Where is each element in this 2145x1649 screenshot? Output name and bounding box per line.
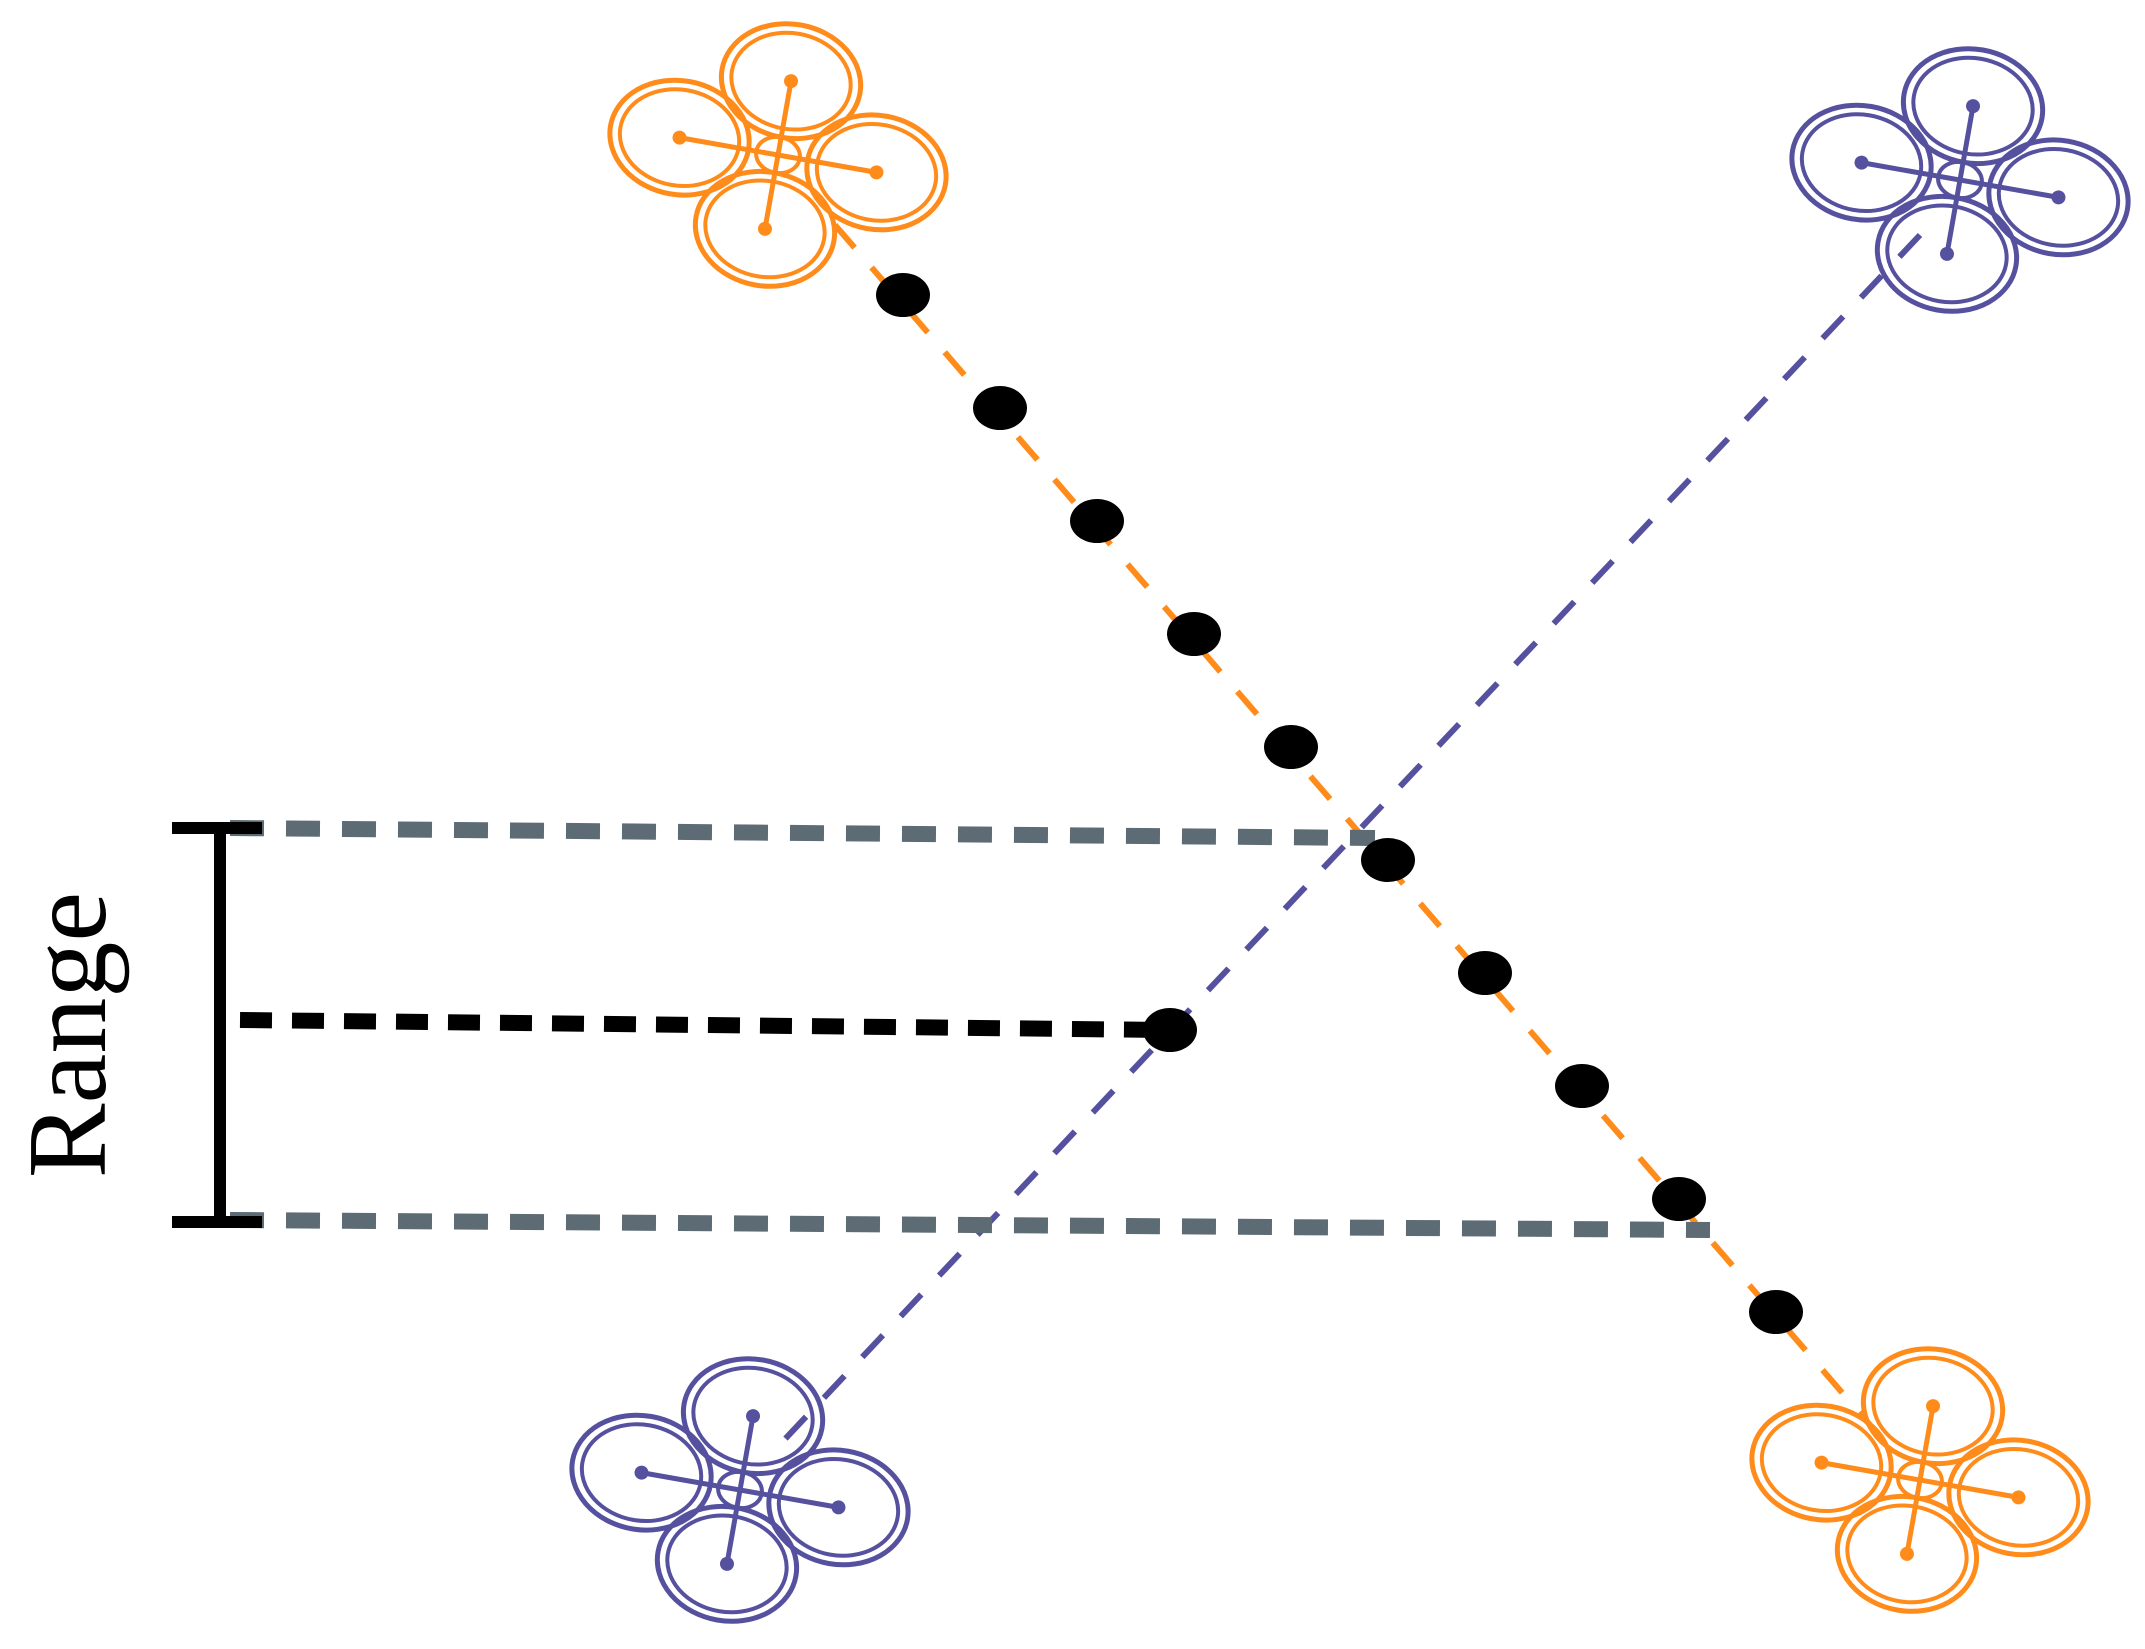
drone-arm — [1821, 1460, 2019, 1500]
motor-dot — [1926, 1399, 1941, 1414]
quadcopter-icon — [1749, 1346, 2091, 1614]
drone-arm — [1861, 160, 2059, 200]
range-label: Range — [6, 891, 130, 1179]
waypoint-dot — [1264, 725, 1318, 769]
waypoint-dot — [876, 273, 930, 317]
motor-dot — [2051, 190, 2066, 205]
motor-dot — [1966, 99, 1981, 114]
motor-dot — [831, 1500, 846, 1515]
waypoint-group — [876, 273, 1803, 1334]
motor-dot — [869, 165, 884, 180]
waypoint-dot — [1167, 612, 1221, 656]
motor-dot — [1854, 155, 1869, 170]
quadcopter-icon — [569, 1356, 911, 1624]
motor-dot — [784, 74, 799, 89]
motor-dot — [1899, 1546, 1914, 1561]
waypoint-dot — [1458, 951, 1512, 995]
drone-hub — [716, 1469, 764, 1511]
waypoint-dot — [1749, 1290, 1803, 1334]
quadcopter-icon — [607, 21, 949, 289]
motor-dot — [719, 1556, 734, 1571]
motor-dot — [672, 130, 687, 145]
center-projection — [239, 1012, 1166, 1038]
range-lower-projection — [229, 1212, 1711, 1238]
purple-trajectory-line — [767, 232, 1923, 1458]
waypoint-dot — [1361, 838, 1415, 882]
waypoint-dot — [1652, 1177, 1706, 1221]
motor-dot — [746, 1409, 761, 1424]
drone-group — [569, 21, 2131, 1624]
drone-hub — [1896, 1459, 1944, 1501]
waypoint-dot — [1555, 1064, 1609, 1108]
motor-dot — [1939, 246, 1954, 261]
purple-path-waypoint — [1143, 1008, 1197, 1052]
motor-dot — [1814, 1455, 1829, 1470]
motor-dot — [2011, 1490, 2026, 1505]
range-bracket — [172, 822, 262, 1228]
drone-arm — [641, 1470, 839, 1510]
range-upper-projection — [229, 820, 1376, 846]
motor-dot — [634, 1465, 649, 1480]
quadcopter-icon — [1789, 46, 2131, 314]
drone-arm — [679, 135, 877, 175]
drone-hub — [1936, 159, 1984, 201]
motor-dot — [757, 221, 772, 236]
waypoint-dot — [1070, 499, 1124, 543]
drone-hub — [754, 134, 802, 176]
orange-trajectory-line — [832, 223, 1873, 1427]
waypoint-dot — [973, 386, 1027, 430]
